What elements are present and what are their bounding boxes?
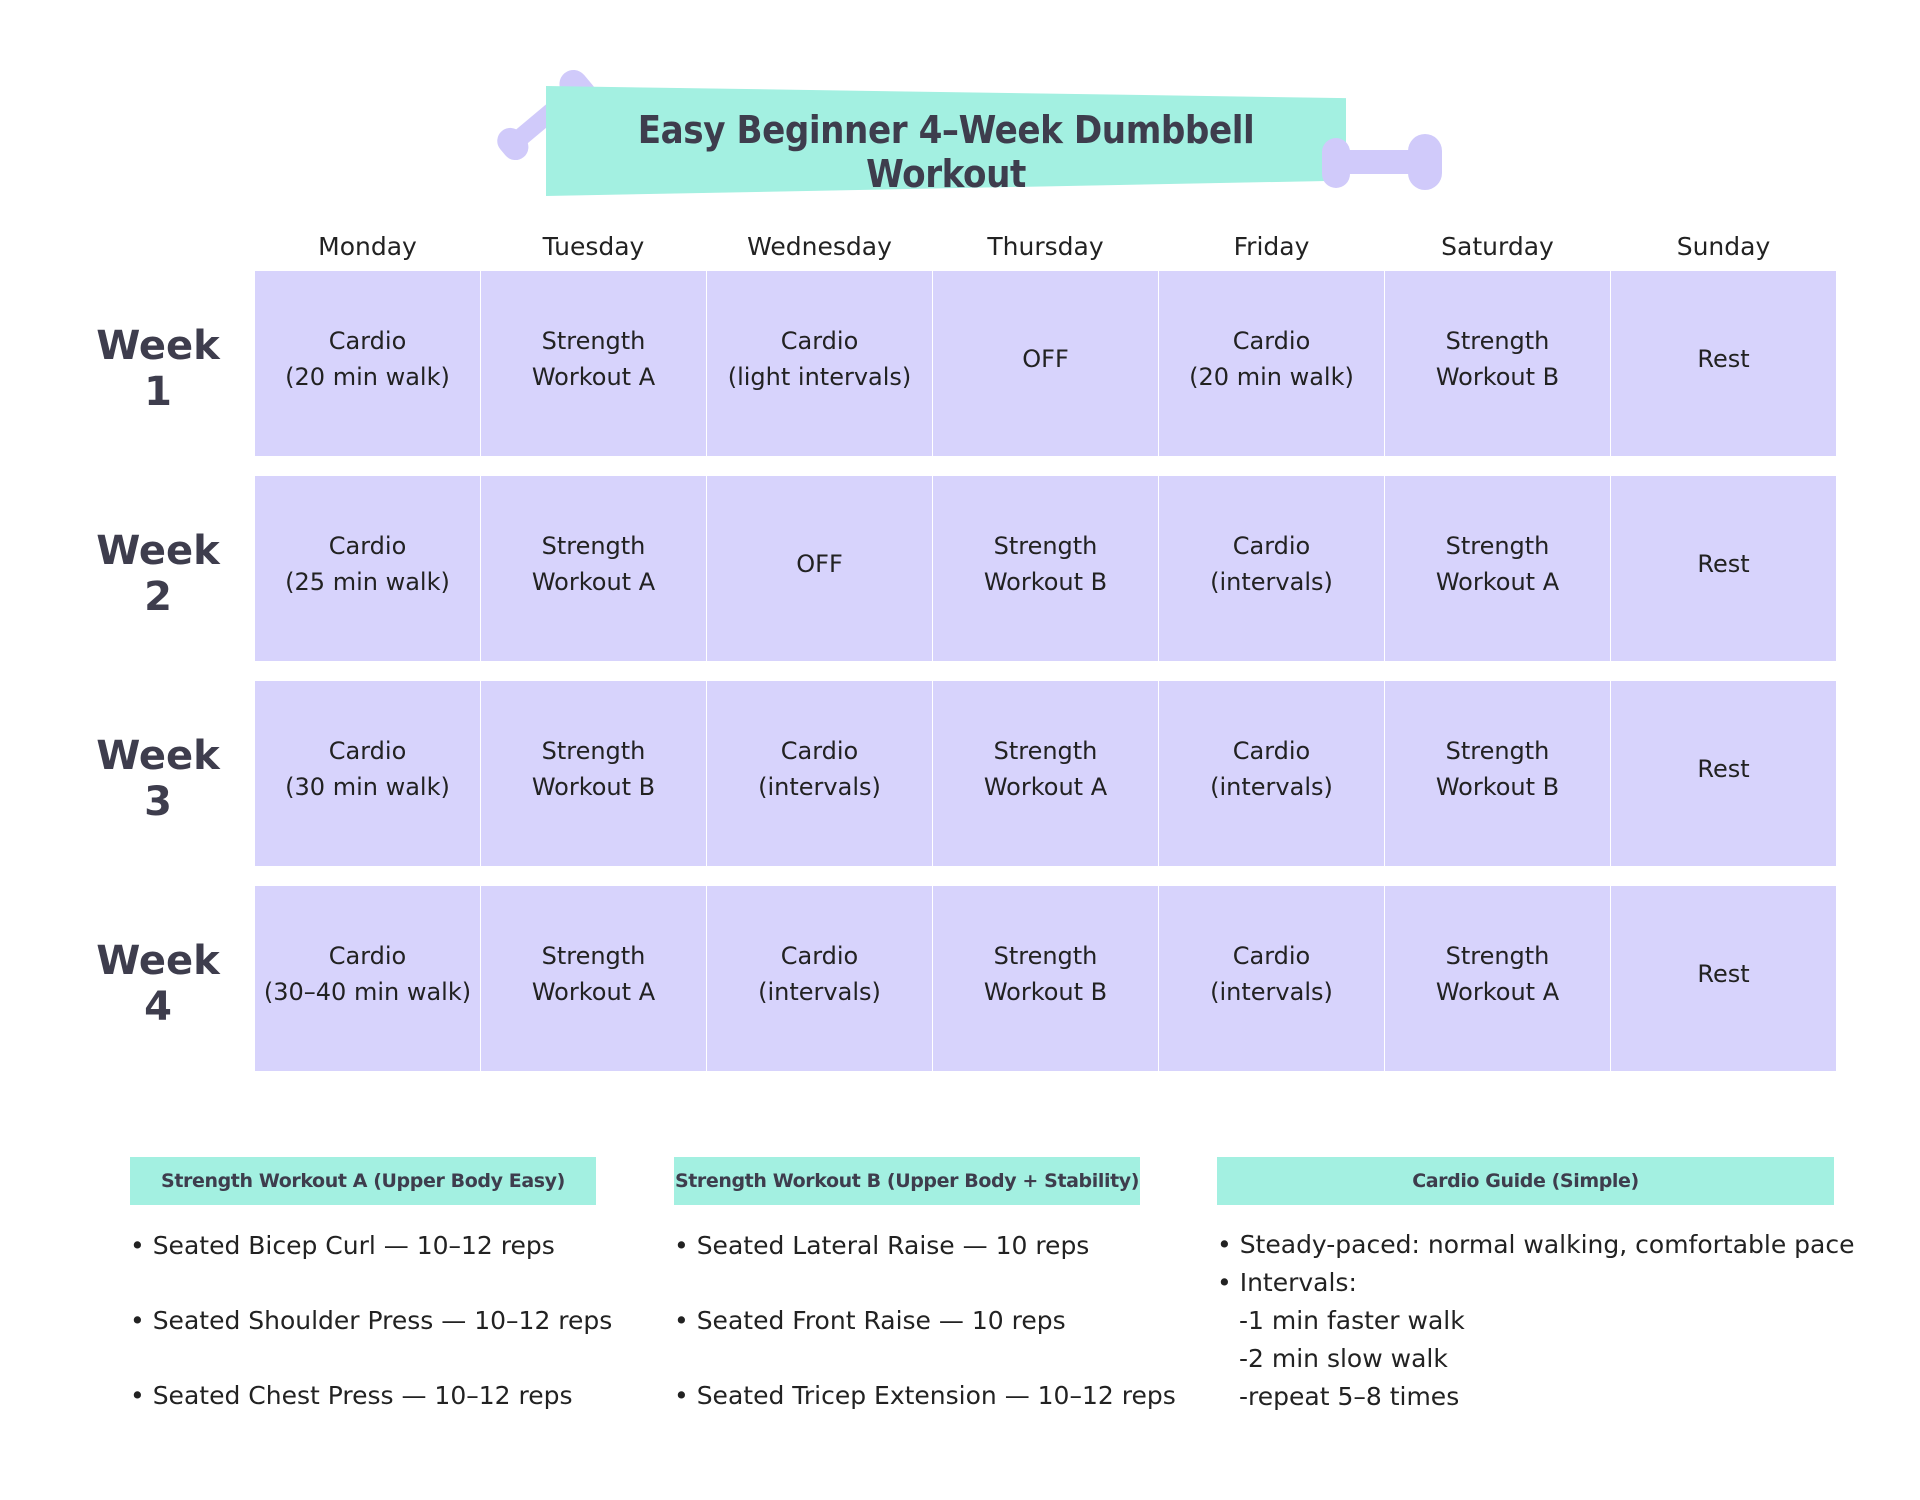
list-item: • Seated Tricep Extension — 10–12 reps: [674, 1381, 1176, 1410]
workout-a-list: • Seated Bicep Curl — 10–12 reps • Seate…: [130, 1228, 612, 1453]
week-label: Week 4: [96, 938, 220, 1030]
schedule-cell: Cardio (intervals): [1159, 886, 1384, 1071]
list-item: • Seated Front Raise — 10 reps: [674, 1306, 1066, 1335]
list-item: -1 min faster walk: [1239, 1306, 1465, 1335]
schedule-cell: Strength Workout A: [481, 271, 706, 456]
list-item: • Seated Chest Press — 10–12 reps: [130, 1381, 573, 1410]
schedule-cell: OFF: [933, 271, 1158, 456]
schedule-cell: Rest: [1611, 886, 1836, 1071]
schedule-cell: Cardio (intervals): [1159, 681, 1384, 866]
schedule-cell: Strength Workout B: [1385, 681, 1610, 866]
schedule-cell: Strength Workout A: [481, 886, 706, 1071]
day-header-friday: Friday: [1233, 232, 1310, 261]
section-heading-workout-b: Strength Workout B (Upper Body + Stabili…: [674, 1157, 1140, 1205]
schedule-cell: Cardio (25 min walk): [255, 476, 480, 661]
list-item: • Seated Shoulder Press — 10–12 reps: [130, 1306, 613, 1335]
list-item: • Seated Bicep Curl — 10–12 reps: [130, 1231, 555, 1260]
schedule-cell: Rest: [1611, 271, 1836, 456]
day-header-sunday: Sunday: [1676, 232, 1771, 261]
section-heading-cardio-guide: Cardio Guide (Simple): [1217, 1157, 1834, 1205]
day-header-saturday: Saturday: [1441, 232, 1554, 261]
week-label: Week 1: [96, 323, 220, 415]
schedule-cell: Cardio (intervals): [707, 681, 932, 866]
list-item: -repeat 5–8 times: [1239, 1382, 1460, 1411]
schedule-cell: Cardio (30 min walk): [255, 681, 480, 866]
schedule-cell: Strength Workout A: [481, 476, 706, 661]
schedule-cell: Rest: [1611, 681, 1836, 866]
list-item: • Steady-paced: normal walking, comforta…: [1217, 1230, 1855, 1259]
schedule-cell: Cardio (intervals): [707, 886, 932, 1071]
dumbbell-icon-right: [1322, 134, 1442, 190]
schedule-cell: Strength Workout B: [1385, 271, 1610, 456]
title-banner: Easy Beginner 4–Week Dumbbell Workout: [480, 52, 1450, 202]
day-header-monday: Monday: [318, 232, 417, 261]
week-label: Week 2: [96, 528, 220, 620]
day-header-wednesday: Wednesday: [747, 232, 892, 261]
schedule-cell: Cardio (intervals): [1159, 476, 1384, 661]
schedule-cell: Strength Workout B: [933, 476, 1158, 661]
schedule-cell: Cardio (20 min walk): [1159, 271, 1384, 456]
schedule-cell: Strength Workout A: [1385, 476, 1610, 661]
schedule-cell: Strength Workout B: [481, 681, 706, 866]
schedule-cell: Strength Workout B: [933, 886, 1158, 1071]
list-item: • Seated Lateral Raise — 10 reps: [674, 1231, 1090, 1260]
title-band: [546, 86, 1346, 196]
cardio-guide-list: • Steady-paced: normal walking, comforta…: [1217, 1226, 1855, 1416]
schedule-cell: Strength Workout A: [1385, 886, 1610, 1071]
schedule-cell: Rest: [1611, 476, 1836, 661]
schedule-cell: Strength Workout A: [933, 681, 1158, 866]
schedule-cell: OFF: [707, 476, 932, 661]
page-title: Easy Beginner 4–Week Dumbbell Workout: [637, 108, 1255, 196]
day-header-tuesday: Tuesday: [542, 232, 645, 261]
schedule-cell: Cardio (20 min walk): [255, 271, 480, 456]
week-label: Week 3: [96, 733, 220, 825]
list-item: -2 min slow walk: [1239, 1344, 1448, 1373]
section-heading-workout-a: Strength Workout A (Upper Body Easy): [130, 1157, 596, 1205]
schedule-cell: Cardio (30–40 min walk): [255, 886, 480, 1071]
day-header-thursday: Thursday: [987, 232, 1104, 261]
schedule-cell: Cardio (light intervals): [707, 271, 932, 456]
list-item: • Intervals:: [1217, 1268, 1357, 1297]
workout-b-list: • Seated Lateral Raise — 10 reps • Seate…: [674, 1228, 1176, 1453]
